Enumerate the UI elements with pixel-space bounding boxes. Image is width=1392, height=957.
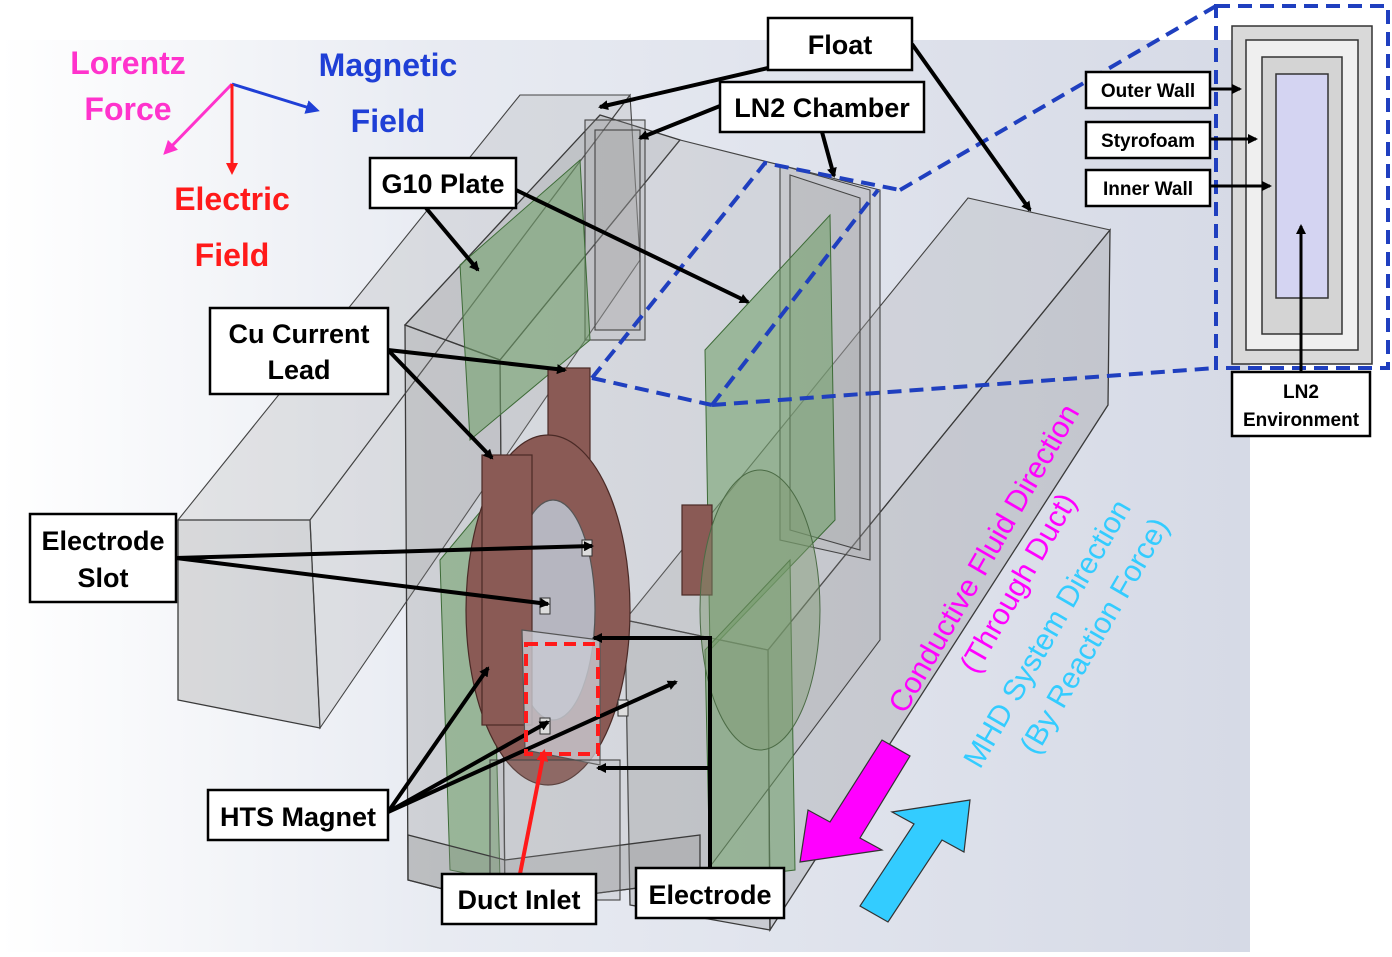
leader-arrows: [175, 42, 1306, 875]
magnetic-label-2: Field: [351, 103, 426, 139]
axes-legend: Lorentz Force Magnetic Field Electric Fi…: [70, 45, 457, 273]
electrode-slot-text-1: Electrode: [41, 526, 164, 556]
hts-magnet-text: HTS Magnet: [220, 802, 376, 832]
mhd-model-drawing: [176, 93, 1111, 933]
cu-lead-text-2: Lead: [267, 355, 330, 385]
ln2-env-text-2: Environment: [1243, 410, 1360, 431]
inset-label-inner-wall: Inner Wall: [1084, 168, 1212, 208]
ln2-chamber-text: LN2 Chamber: [734, 93, 910, 123]
duct-inlet-highlight: [524, 642, 600, 756]
float-text: Float: [808, 30, 873, 60]
label-hts-magnet: HTS Magnet: [206, 788, 390, 842]
inset-label-ln2-environment: LN2 Environment: [1230, 370, 1372, 438]
outer-wall-text: Outer Wall: [1101, 81, 1195, 102]
lorentz-force-axis: [163, 82, 234, 155]
electrode-slot-text-2: Slot: [78, 563, 129, 593]
label-duct-inlet: Duct Inlet: [440, 872, 598, 926]
electrode-text: Electrode: [648, 880, 771, 910]
electric-label-1: Electric: [174, 181, 290, 217]
label-electrode-slot: Electrode Slot: [28, 512, 178, 604]
label-ln2-chamber: LN2 Chamber: [718, 80, 926, 134]
styrofoam-text: Styrofoam: [1101, 131, 1195, 152]
fluid-direction-arrow: [799, 739, 911, 863]
ln2-env-text-1: LN2: [1283, 382, 1319, 403]
cu-lead-text-1: Cu Current: [229, 319, 370, 349]
label-g10-plate: G10 Plate: [368, 156, 518, 210]
magnetic-label-1: Magnetic: [319, 47, 458, 83]
g10-plate-text: G10 Plate: [381, 169, 504, 199]
inset-label-styrofoam: Styrofoam: [1084, 120, 1212, 160]
duct-inlet-text: Duct Inlet: [457, 885, 580, 915]
lorentz-label-1: Lorentz: [70, 45, 186, 81]
direction-arrows: [799, 739, 971, 923]
inner-wall-text: Inner Wall: [1103, 179, 1193, 200]
label-cu-current-lead: Cu Current Lead: [208, 306, 390, 396]
electric-label-2: Field: [195, 237, 270, 273]
inset-label-outer-wall: Outer Wall: [1084, 70, 1212, 110]
lorentz-label-2: Force: [84, 91, 171, 127]
label-electrode: Electrode: [634, 866, 786, 920]
magnetic-field-axis: [231, 82, 320, 114]
mhd-direction-arrow: [859, 799, 971, 923]
duct-inlet-arrow: [518, 749, 549, 875]
label-float: Float: [766, 16, 914, 72]
